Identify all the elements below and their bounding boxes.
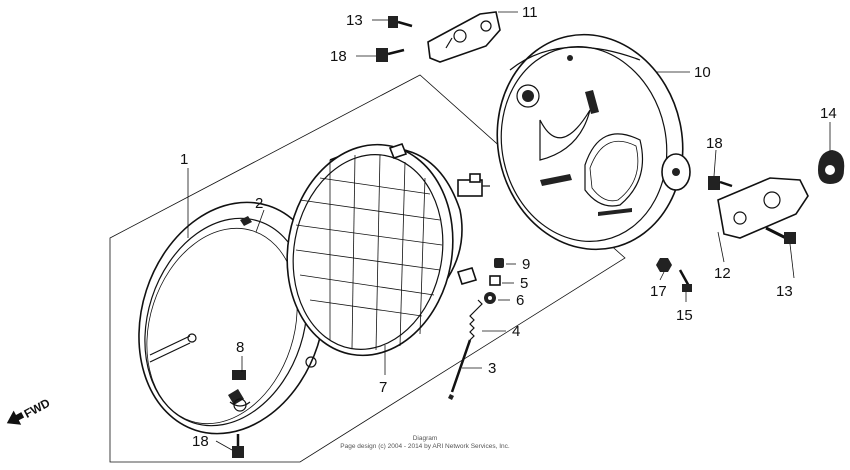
callout-9: 9 bbox=[522, 256, 530, 273]
callout-6: 6 bbox=[516, 292, 524, 309]
bolt-18-top bbox=[376, 48, 405, 62]
cable-clamp bbox=[818, 150, 845, 184]
nut-9 bbox=[494, 258, 504, 268]
callout-11: 11 bbox=[522, 4, 538, 21]
bolt-18-right bbox=[708, 176, 733, 190]
nut-17 bbox=[656, 258, 672, 272]
callout-17: 17 bbox=[650, 283, 667, 300]
adjusting-spring bbox=[469, 299, 483, 341]
callout-18-bottom: 18 bbox=[192, 433, 209, 450]
callout-4: 4 bbox=[512, 323, 520, 340]
callout-15: 15 bbox=[676, 307, 693, 324]
callout-8: 8 bbox=[236, 339, 244, 356]
forward-arrow: FWD bbox=[6, 396, 53, 425]
callout-14: 14 bbox=[820, 105, 837, 122]
washer-6 bbox=[484, 292, 496, 304]
top-bracket bbox=[427, 11, 501, 63]
arrow-left-icon bbox=[6, 410, 25, 425]
headlight-case bbox=[496, 33, 691, 251]
bolt-15 bbox=[678, 269, 692, 292]
copyright-line-2: Page design (c) 2004 - 2014 by ARI Netwo… bbox=[340, 443, 510, 450]
nut-5 bbox=[489, 275, 501, 286]
callout-18-right: 18 bbox=[706, 135, 723, 152]
callout-5: 5 bbox=[520, 275, 528, 292]
adjusting-screw bbox=[448, 339, 472, 400]
copyright-line-1: Diagram bbox=[413, 435, 438, 442]
side-bracket bbox=[717, 177, 809, 239]
leader-lines bbox=[187, 11, 831, 451]
callout-18-top: 18 bbox=[330, 48, 347, 65]
callout-2: 2 bbox=[255, 195, 263, 212]
callout-13-right: 13 bbox=[776, 283, 793, 300]
bolt-13-right bbox=[765, 226, 796, 244]
headlight-rim bbox=[138, 201, 326, 435]
callout-3: 3 bbox=[488, 360, 496, 377]
bolt-18-bottom bbox=[232, 434, 244, 458]
callout-10: 10 bbox=[694, 64, 711, 81]
callout-7: 7 bbox=[379, 379, 387, 396]
bolt-13-top bbox=[388, 16, 413, 28]
clip-8 bbox=[232, 370, 246, 380]
callout-13-top: 13 bbox=[346, 12, 363, 29]
fwd-label: FWD bbox=[22, 396, 53, 421]
callout-1: 1 bbox=[180, 151, 188, 168]
callout-12: 12 bbox=[714, 265, 731, 282]
callouts: 1 2 3 4 5 6 7 8 9 10 11 12 13 13 14 15 1… bbox=[180, 4, 837, 450]
sealed-beam-unit bbox=[286, 143, 490, 357]
